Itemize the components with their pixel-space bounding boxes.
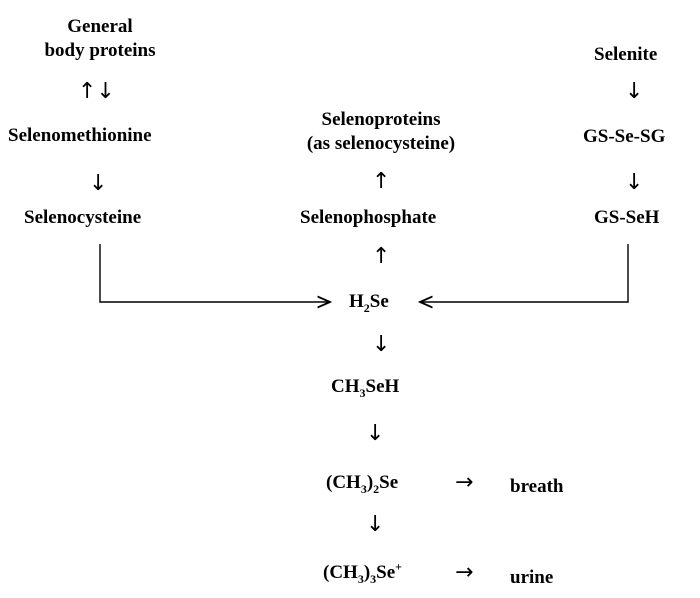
right-arrow-icon: → bbox=[455, 560, 474, 585]
general-body-proteins-line-1: General bbox=[67, 16, 133, 37]
selenoproteins-label: Selenoproteins (as selenocysteine) bbox=[296, 108, 466, 156]
up-arrow-icon: ↑ bbox=[372, 169, 391, 194]
trimethylselenonium-label: (CH3)3Se+ bbox=[323, 559, 402, 586]
selenoproteins-line-1: Selenoproteins bbox=[321, 109, 441, 130]
gs-seh-label: GS-SeH bbox=[594, 207, 660, 228]
dimethyl-selenide-label: (CH3)2Se bbox=[326, 472, 399, 496]
selenomethionine-label: Selenomethionine bbox=[8, 125, 152, 146]
down-arrow-icon: ↓ bbox=[625, 170, 644, 195]
selenophosphate-label: Selenophosphate bbox=[300, 207, 437, 228]
right-arrow-icon: → bbox=[455, 470, 474, 495]
down-arrow-icon: ↓ bbox=[625, 79, 644, 104]
general-body-proteins-line-2: body proteins bbox=[44, 40, 156, 61]
breath-label: breath bbox=[510, 476, 564, 497]
ch3seh-label: CH3SeH bbox=[331, 376, 400, 400]
gs-se-sg-label: GS-Se-SG bbox=[583, 126, 666, 147]
selenoproteins-line-2: (as selenocysteine) bbox=[306, 133, 456, 154]
selenocysteine-to-h2se-connector bbox=[99, 244, 330, 302]
down-arrow-icon: ↓ bbox=[89, 171, 108, 196]
up-arrow-icon: ↑ bbox=[372, 244, 391, 269]
general-body-proteins-label: General body proteins bbox=[37, 15, 163, 63]
down-arrow-icon: ↓ bbox=[366, 512, 385, 537]
selenite-label: Selenite bbox=[594, 44, 658, 65]
bidirectional-arrow-icon: ↑↓ bbox=[78, 79, 115, 104]
selenocysteine-label: Selenocysteine bbox=[24, 207, 142, 228]
gs-seh-to-h2se-connector bbox=[420, 244, 629, 302]
down-arrow-icon: ↓ bbox=[372, 332, 391, 357]
h2se-label: H2Se bbox=[349, 291, 389, 315]
urine-label: urine bbox=[510, 567, 554, 588]
down-arrow-icon: ↓ bbox=[366, 421, 385, 446]
